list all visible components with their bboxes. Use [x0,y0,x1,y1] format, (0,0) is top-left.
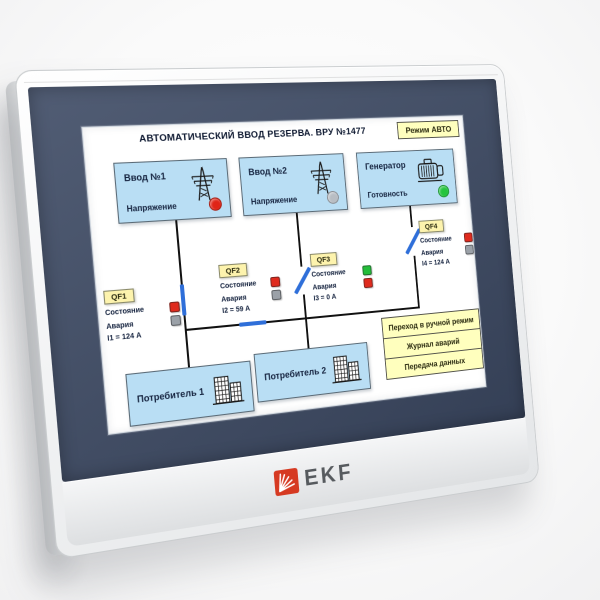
alarm-label: Авария [312,282,336,291]
alarm-label: Авария [421,248,444,256]
feeder2-line-lower [303,294,310,350]
breaker-tag: QF1 [103,288,134,304]
breaker-qf1-closed-symbol [180,284,187,315]
breaker-qf3-open-symbol [294,267,311,295]
state-label: Состояние [311,269,346,279]
alarm-indicator [170,315,181,326]
alarm-indicator [271,289,281,300]
breaker-tag: QF4 [418,219,443,233]
alarm-label: Авария [106,321,134,331]
state-label: Состояние [220,280,257,290]
breaker-tag: QF3 [310,252,337,267]
alarm-indicator [465,245,474,255]
current-value: I3 = 0 А [313,290,374,302]
source-box-input2: Ввод №2 Напряжение [238,153,348,216]
breaker-tag: QF2 [218,263,247,278]
breaker-panel-qf4: QF4 Состояние Авария I4 = 124 А [418,214,475,268]
source-param-label: Напряжение [251,195,298,207]
state-indicator [362,265,372,275]
source-param-label: Напряжение [126,202,177,214]
source-name: Ввод №1 [124,171,167,183]
breaker-panel-qf3: QF3 Состояние Авария I3 = 0 А [309,246,374,303]
voltage-status-lamp [208,197,222,211]
generator-line-lower [414,256,420,309]
voltage-status-lamp [326,191,339,204]
state-indicator [464,232,473,242]
source-param-label: Готовность [367,189,408,200]
ready-status-lamp [438,185,450,198]
current-value: I2 = 59 А [222,302,282,315]
touchscreen[interactable]: АВТОМАТИЧЕСКИЙ ВВОД РЕЗЕРВА. ВРУ №1477 Р… [81,115,486,435]
feeder2-line-upper [296,213,303,267]
state-label: Состояние [420,235,452,244]
alarm-label: Авария [221,294,247,303]
device-front-frame: АВТОМАТИЧЕСКИЙ ВВОД РЕЗЕРВА. ВРУ №1477 Р… [14,64,540,560]
generator-line-upper [409,206,413,227]
current-value: I4 = 124 А [422,257,475,268]
consumer-name: Потребитель 1 [128,386,204,405]
alarm-indicator [363,278,373,289]
mimic-title: АВТОМАТИЧЕСКИЙ ВВОД РЕЗЕРВА. ВРУ №1477 [83,124,412,147]
breaker-panel-qf2: QF2 Состояние Авария I2 = 59 А [218,256,283,315]
screen-bezel: АВТОМАТИЧЕСКИЙ ВВОД РЕЗЕРВА. ВРУ №1477 Р… [28,79,526,482]
source-box-input1: Ввод №1 Напряжение [113,158,232,224]
source-name: Генератор [365,160,406,172]
consumer-box-2: Потребитель 2 [254,342,372,403]
buildings-icon [207,369,247,408]
source-box-generator: Генератор Готовность [356,149,458,210]
state-indicator [169,301,180,312]
state-indicator [270,276,280,287]
breaker-panel-qf1: QF1 Состояние Авария I1 = 124 А [103,281,182,343]
hmi-panel-device: АВТОМАТИЧЕСКИЙ ВВОД РЕЗЕРВА. ВРУ №1477 Р… [14,64,540,560]
consumer-name: Потребитель 2 [256,365,326,383]
ekf-logo-icon [273,467,299,496]
generator-icon [413,154,450,188]
ekf-logo-text: EKF [303,459,354,492]
breaker-qf2-closed-symbol [239,320,266,327]
source-name: Ввод №2 [248,166,287,178]
state-label: Состояние [105,306,145,317]
buildings-icon [327,349,364,386]
command-button-stack: Переход в ручной режим Журнал аварий Пер… [381,309,484,380]
consumer-box-1: Потребитель 1 [125,361,254,427]
ekf-logo: EKF [273,459,354,497]
mode-auto-button[interactable]: Режим АВТО [397,120,459,139]
